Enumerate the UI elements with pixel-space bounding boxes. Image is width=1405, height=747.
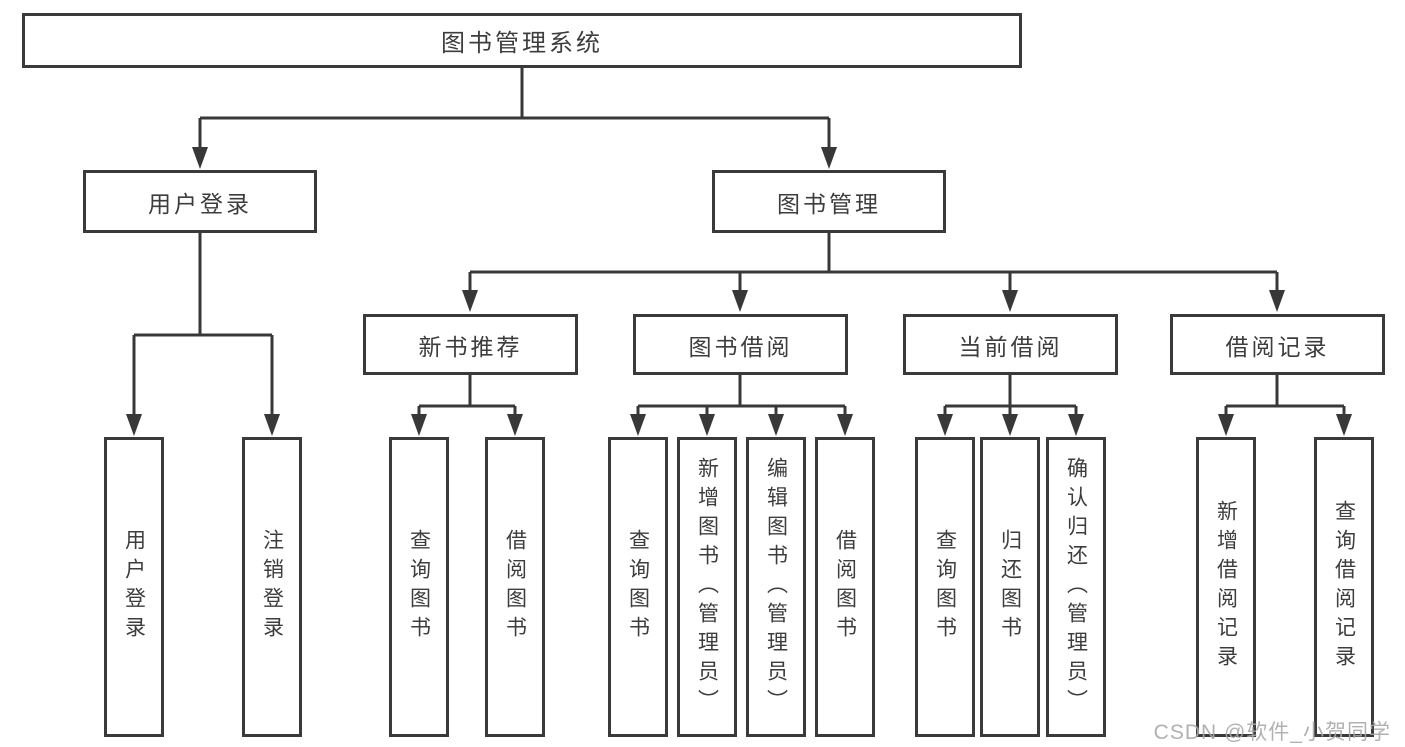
node-user-login-label: 用户登录 bbox=[148, 190, 252, 217]
node-borrow-records-label: 借阅记录 bbox=[1225, 333, 1330, 360]
arrow-down-icon bbox=[1218, 414, 1234, 436]
leaf-user-login: 用户登录 bbox=[104, 437, 164, 737]
arrow-down-icon bbox=[411, 414, 427, 436]
arrow-down-icon bbox=[126, 414, 142, 436]
leaf-records-query-record: 查询借阅记录 bbox=[1314, 437, 1374, 737]
leaf-borrow-query-book: 查询图书 bbox=[608, 437, 668, 737]
node-book-borrow: 图书借阅 bbox=[633, 314, 848, 375]
arrow-down-icon bbox=[1336, 414, 1352, 436]
connector-new-book-recommend-split bbox=[411, 375, 523, 436]
arrow-down-icon bbox=[699, 414, 715, 436]
arrow-down-icon bbox=[1002, 414, 1018, 436]
leaf-logout-login: 注销登录 bbox=[242, 437, 302, 737]
leaf-borrow-edit-book-admin-label: 编辑图书（管理员） bbox=[764, 456, 788, 718]
connector-user-login-split bbox=[126, 233, 280, 436]
leaf-records-add-record: 新增借阅记录 bbox=[1196, 437, 1256, 737]
arrow-down-icon bbox=[821, 147, 837, 169]
arrow-down-icon bbox=[768, 414, 784, 436]
leaf-borrow-query-book-label: 查询图书 bbox=[626, 529, 650, 645]
connector-current-borrow-split bbox=[937, 375, 1084, 436]
arrow-down-icon bbox=[462, 290, 478, 312]
connector-book-management-split bbox=[462, 233, 1285, 312]
leaf-current-return-book: 归还图书 bbox=[980, 437, 1040, 737]
leaf-borrow-borrow-book: 借阅图书 bbox=[815, 437, 875, 737]
node-new-book-recommend-label: 新书推荐 bbox=[418, 333, 523, 360]
arrow-down-icon bbox=[507, 414, 523, 436]
connector-book-borrow-split bbox=[630, 375, 853, 436]
arrow-down-icon bbox=[1002, 290, 1018, 312]
connector-borrow-records-split bbox=[1218, 375, 1352, 436]
leaf-borrow-add-book-admin: 新增图书（管理员） bbox=[677, 437, 737, 737]
leaf-borrow-edit-book-admin: 编辑图书（管理员） bbox=[746, 437, 806, 737]
leaf-recommend-query-book-label: 查询图书 bbox=[407, 529, 431, 645]
leaf-logout-login-label: 注销登录 bbox=[260, 529, 284, 645]
csdn-watermark: CSDN @软件_小贺同学 bbox=[1153, 721, 1391, 744]
leaf-recommend-borrow-book-label: 借阅图书 bbox=[503, 529, 527, 645]
leaf-records-add-record-label: 新增借阅记录 bbox=[1214, 500, 1238, 674]
arrow-down-icon bbox=[264, 414, 280, 436]
arrow-down-icon bbox=[1068, 414, 1084, 436]
node-book-management-label: 图书管理 bbox=[777, 190, 881, 217]
leaf-current-query-book-label: 查询图书 bbox=[933, 529, 957, 645]
node-current-borrow-label: 当前借阅 bbox=[958, 333, 1063, 360]
leaf-current-query-book: 查询图书 bbox=[915, 437, 975, 737]
leaf-current-return-book-label: 归还图书 bbox=[998, 529, 1022, 645]
leaf-borrow-add-book-admin-label: 新增图书（管理员） bbox=[695, 456, 719, 718]
leaf-recommend-borrow-book: 借阅图书 bbox=[485, 437, 545, 737]
arrow-down-icon bbox=[630, 414, 646, 436]
node-root-label: 图书管理系统 bbox=[441, 30, 603, 57]
connector-root-split bbox=[192, 68, 837, 169]
arrow-down-icon bbox=[837, 414, 853, 436]
node-book-borrow-label: 图书借阅 bbox=[688, 333, 793, 360]
arrow-down-icon bbox=[192, 147, 208, 169]
node-root: 图书管理系统 bbox=[22, 13, 1022, 68]
arrow-down-icon bbox=[1269, 290, 1285, 312]
leaf-current-confirm-return-admin-label: 确认归还（管理员） bbox=[1064, 456, 1088, 718]
leaf-records-query-record-label: 查询借阅记录 bbox=[1332, 500, 1356, 674]
node-user-login: 用户登录 bbox=[83, 170, 317, 233]
leaf-current-confirm-return-admin: 确认归还（管理员） bbox=[1046, 437, 1106, 737]
node-new-book-recommend: 新书推荐 bbox=[363, 314, 578, 375]
arrow-down-icon bbox=[732, 290, 748, 312]
node-book-management: 图书管理 bbox=[712, 170, 946, 233]
leaf-recommend-query-book: 查询图书 bbox=[389, 437, 449, 737]
node-current-borrow: 当前借阅 bbox=[903, 314, 1118, 375]
node-borrow-records: 借阅记录 bbox=[1170, 314, 1385, 375]
leaf-borrow-borrow-book-label: 借阅图书 bbox=[833, 529, 857, 645]
arrow-down-icon bbox=[937, 414, 953, 436]
leaf-user-login-label: 用户登录 bbox=[122, 529, 146, 645]
